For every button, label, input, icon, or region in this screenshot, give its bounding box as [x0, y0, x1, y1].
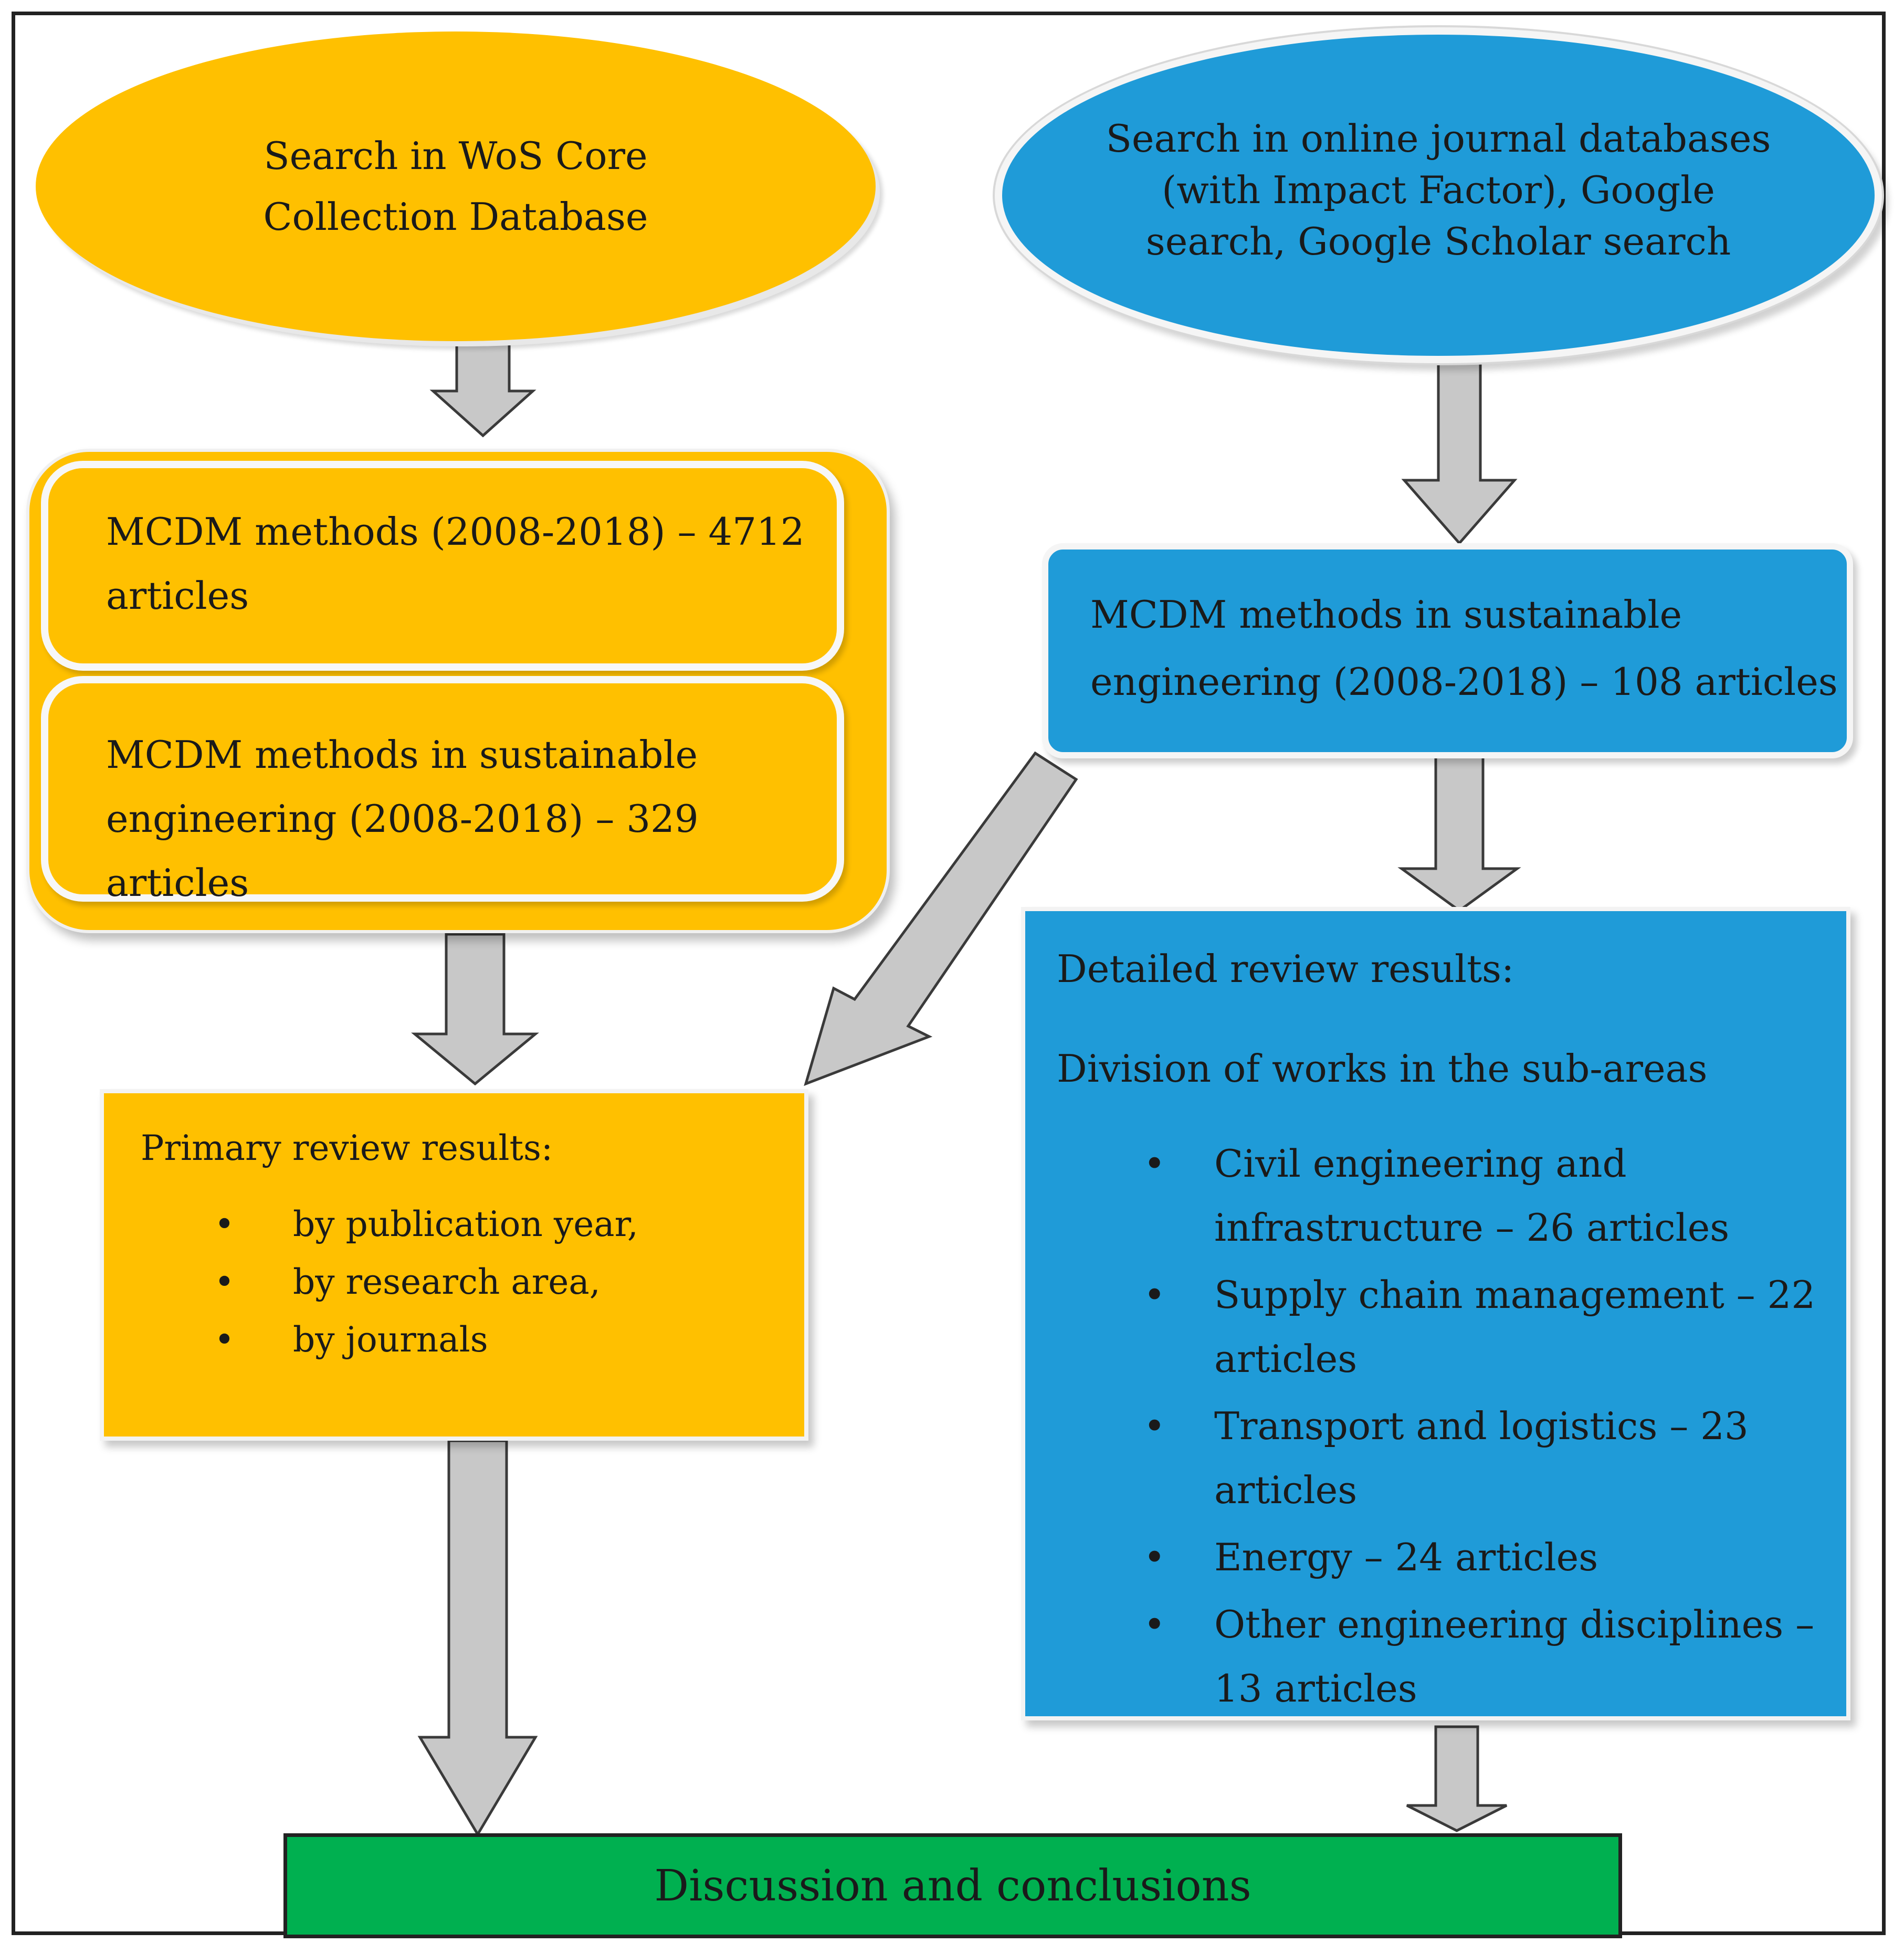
- mcdm-sustainable-wos-line-1: MCDM methods in sustainable: [106, 733, 698, 777]
- bullet-icon: •: [214, 1204, 235, 1244]
- online-search-line-1: Search in online journal databases: [1106, 117, 1771, 161]
- mcdm-sustainable-wos-box: MCDM methods in sustainable engineering …: [41, 676, 844, 905]
- bullet-icon: •: [1143, 1273, 1166, 1317]
- bullet-icon: •: [1143, 1535, 1166, 1579]
- discussion-conclusions-box: Discussion and conclusions: [283, 1833, 1622, 1938]
- list-item-text: Transport and logistics – 23 articles: [1214, 1404, 1749, 1512]
- bullet-icon: •: [1143, 1602, 1166, 1646]
- mcdm-sustainable-online-box: MCDM methods in sustainable engineering …: [1042, 543, 1853, 758]
- mcdm-methods-line-2: articles: [106, 574, 249, 618]
- detailed-review-subheading: Division of works in the sub-areas: [1057, 1047, 1708, 1091]
- online-search-line-2: (with Impact Factor), Google: [1162, 168, 1715, 212]
- list-item: • by journals: [141, 1311, 804, 1369]
- primary-review-heading: Primary review results:: [141, 1128, 553, 1168]
- primary-review-box: Primary review results: • by publication …: [100, 1089, 808, 1441]
- bullet-icon: •: [214, 1262, 235, 1302]
- bullet-icon: •: [1143, 1404, 1166, 1448]
- mcdm-methods-box: MCDM methods (2008-2018) – 4712 articles: [41, 461, 844, 671]
- mcdm-sustainable-wos-line-2: engineering (2008-2018) – 329 articles: [106, 797, 699, 905]
- primary-review-list: • by publication year, • by research area,…: [141, 1196, 804, 1369]
- detailed-review-list: • Civil engineering and infrastructure – …: [1057, 1132, 1846, 1720]
- list-item-text: Other engineering disciplines – 13 artic…: [1214, 1602, 1815, 1710]
- arrow-wos-results-to-primary: [411, 933, 539, 1086]
- detailed-review-heading: Detailed review results:: [1057, 947, 1514, 991]
- list-item: • Civil engineering and infrastructure – …: [1057, 1132, 1846, 1260]
- mcdm-sustainable-online-line-1: MCDM methods in sustainable: [1090, 593, 1682, 637]
- bullet-icon: •: [1143, 1142, 1166, 1186]
- arrow-detailed-to-final: [1406, 1725, 1508, 1832]
- list-item: • by research area,: [141, 1253, 804, 1311]
- list-item-text: by journals: [293, 1319, 488, 1360]
- list-item-text: by publication year,: [293, 1204, 638, 1244]
- list-item-text: Civil engineering and infrastructure – 2…: [1214, 1142, 1730, 1250]
- arrow-online-results-to-primary: [804, 751, 1078, 1086]
- list-item: • Other engineering disciplines – 13 arti…: [1057, 1592, 1846, 1720]
- arrow-ellipse-to-wos-results: [429, 340, 537, 438]
- list-item-text: Supply chain management – 22 articles: [1214, 1273, 1816, 1381]
- discussion-conclusions-label: Discussion and conclusions: [654, 1861, 1251, 1911]
- arrow-primary-to-final: [417, 1439, 538, 1837]
- bullet-icon: •: [214, 1319, 235, 1360]
- arrow-online-results-to-detailed: [1397, 752, 1521, 913]
- list-item: • by publication year,: [141, 1196, 804, 1253]
- online-search-ellipse: Search in online journal databases (with…: [995, 27, 1882, 363]
- wos-search-ellipse: Search in WoS Core Collection Database: [36, 31, 876, 341]
- arrow-ellipse-to-online-results: [1401, 361, 1518, 545]
- list-item: • Energy – 24 articles: [1057, 1525, 1846, 1589]
- detailed-review-box: Detailed review results: Division of wor…: [1021, 907, 1850, 1720]
- mcdm-methods-line-1: MCDM methods (2008-2018) – 4712: [106, 510, 805, 554]
- wos-search-line-2: Collection Database: [263, 195, 648, 239]
- wos-search-line-1: Search in WoS Core: [264, 134, 648, 178]
- mcdm-sustainable-online-line-2: engineering (2008-2018) – 108 articles: [1090, 660, 1838, 704]
- list-item: • Transport and logistics – 23 articles: [1057, 1394, 1846, 1522]
- list-item-text: Energy – 24 articles: [1214, 1535, 1598, 1579]
- list-item-text: by research area,: [293, 1262, 601, 1302]
- online-search-line-3: search, Google Scholar search: [1145, 219, 1731, 263]
- list-item: • Supply chain management – 22 articles: [1057, 1263, 1846, 1391]
